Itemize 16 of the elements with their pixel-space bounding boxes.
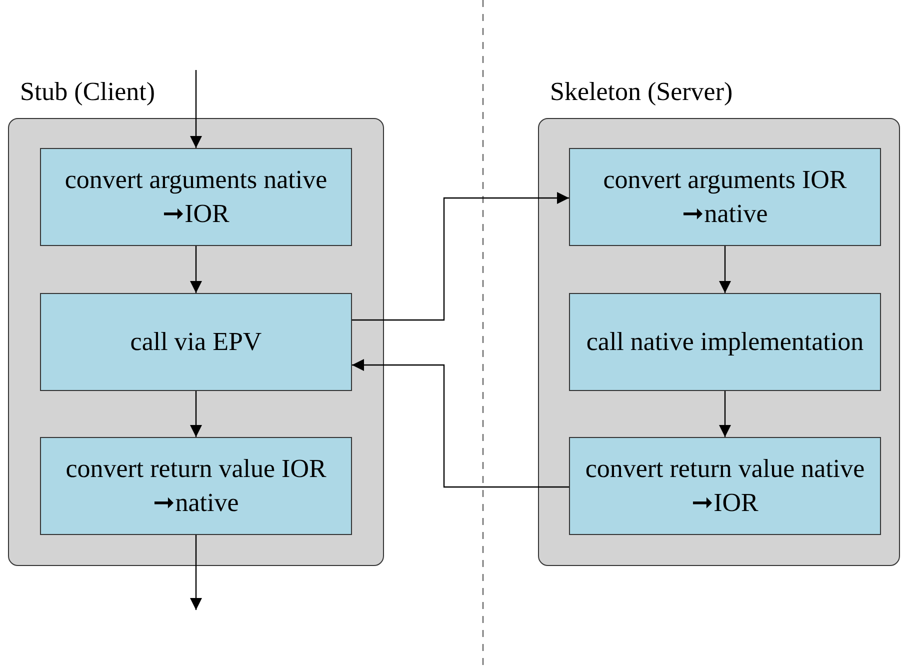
group-heading: Stub (Client) bbox=[20, 76, 156, 108]
arrow bbox=[190, 535, 202, 610]
process-box: convert return value native ➞IOR bbox=[569, 437, 881, 535]
process-box: convert arguments IOR ➞native bbox=[569, 148, 881, 246]
arrow bbox=[190, 391, 202, 437]
arrow bbox=[190, 70, 202, 148]
arrow bbox=[719, 246, 731, 293]
arrow bbox=[719, 391, 731, 437]
process-box: call native implementation bbox=[569, 293, 881, 391]
arrow bbox=[352, 359, 569, 488]
process-box: convert return value IOR ➞native bbox=[40, 437, 352, 535]
arrow bbox=[352, 192, 569, 321]
process-box: convert arguments native ➞IOR bbox=[40, 148, 352, 246]
group-heading: Skeleton (Server) bbox=[550, 76, 733, 108]
arrow bbox=[190, 246, 202, 293]
process-box: call via EPV bbox=[40, 293, 352, 391]
